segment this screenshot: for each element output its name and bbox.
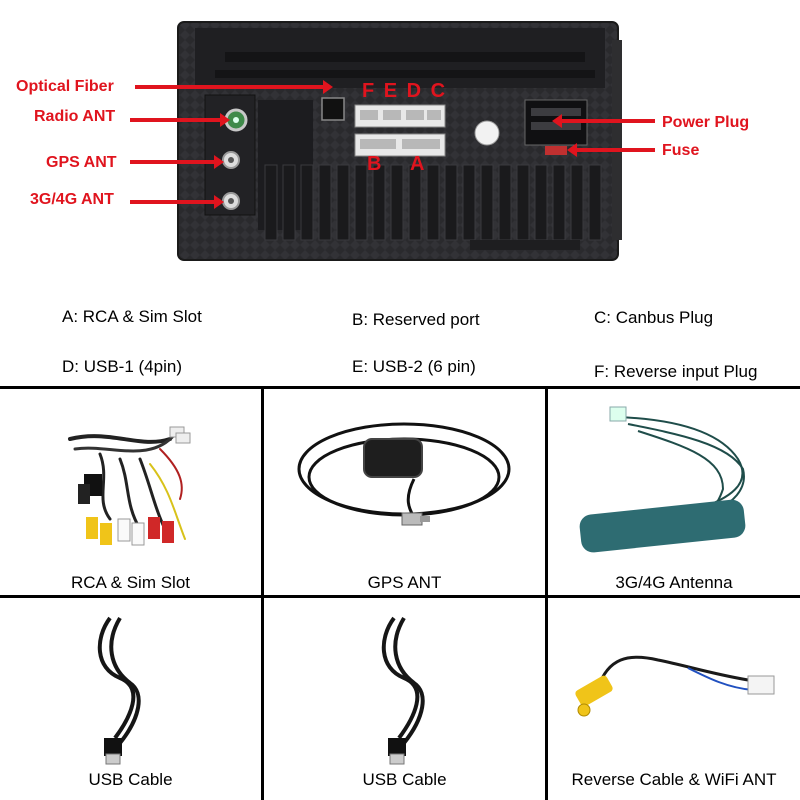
usb-cable-icon	[381, 616, 425, 765]
gps-ant-label: GPS ANT	[46, 154, 117, 171]
accessory-grid: RCA & Sim Slot GPS ANT 3G/4G Antenn	[0, 386, 800, 800]
grid-line-middle	[0, 595, 800, 598]
fuse-arrow	[567, 143, 655, 157]
radio-ant-label: Radio ANT	[34, 108, 116, 125]
reverse-cable-icon	[575, 655, 775, 717]
usb-cable-icon	[97, 616, 141, 765]
accessory-cell-gps: GPS ANT	[264, 389, 545, 595]
head-unit-rear-illustration	[177, 21, 622, 261]
accessory-caption-rca: RCA & Sim Slot	[70, 573, 191, 592]
accessory-cell-reverse: Reverse Cable & WiFi ANT	[548, 598, 800, 800]
legend-c: C: Canbus Plug	[594, 308, 714, 327]
accessory-caption-4g: 3G/4G Antenna	[615, 573, 733, 592]
radio-ant-arrow	[130, 113, 230, 127]
accessory-cell-4g: 3G/4G Antenna	[548, 389, 800, 595]
3g4g-ant-arrow	[130, 195, 224, 209]
grid-line-right	[545, 386, 548, 800]
optical-fiber-arrow	[135, 80, 333, 94]
port-letter-a: A	[410, 153, 427, 175]
device-diagram: Optical Fiber Radio ANT GPS ANT 3G/4G AN…	[0, 0, 800, 290]
accessory-caption-usb-2: USB Cable	[362, 770, 447, 789]
legend-a: A: RCA & Sim Slot	[62, 307, 202, 326]
port-letters-fedc: F E D C	[362, 80, 448, 102]
rca-cable-icon	[68, 426, 191, 546]
grid-line-left	[261, 386, 264, 800]
accessory-caption-gps: GPS ANT	[367, 573, 442, 592]
power-plug-arrow	[552, 114, 655, 128]
3g4g-ant-label: 3G/4G ANT	[30, 191, 114, 208]
gps-ant-arrow	[130, 155, 224, 169]
optical-fiber-label: Optical Fiber	[16, 78, 114, 95]
gps-antenna-icon	[297, 422, 511, 526]
accessory-cell-usb-1: USB Cable	[0, 598, 261, 800]
accessory-caption-reverse: Reverse Cable & WiFi ANT	[571, 770, 777, 789]
fuse-label: Fuse	[662, 142, 700, 159]
grid-line-top	[0, 386, 800, 389]
legend-b: B: Reserved port	[352, 310, 480, 329]
legend-e: E: USB-2 (6 pin)	[352, 357, 476, 376]
legend-d: D: USB-1 (4pin)	[62, 357, 182, 376]
accessory-cell-usb-2: USB Cable	[264, 598, 545, 800]
4g-antenna-icon	[579, 406, 746, 553]
accessory-cell-rca: RCA & Sim Slot	[0, 389, 261, 595]
port-letter-b: B	[367, 153, 384, 175]
accessory-caption-usb-1: USB Cable	[88, 770, 173, 789]
legend-f: F: Reverse input Plug	[594, 362, 758, 381]
power-plug-label: Power Plug	[662, 114, 750, 131]
